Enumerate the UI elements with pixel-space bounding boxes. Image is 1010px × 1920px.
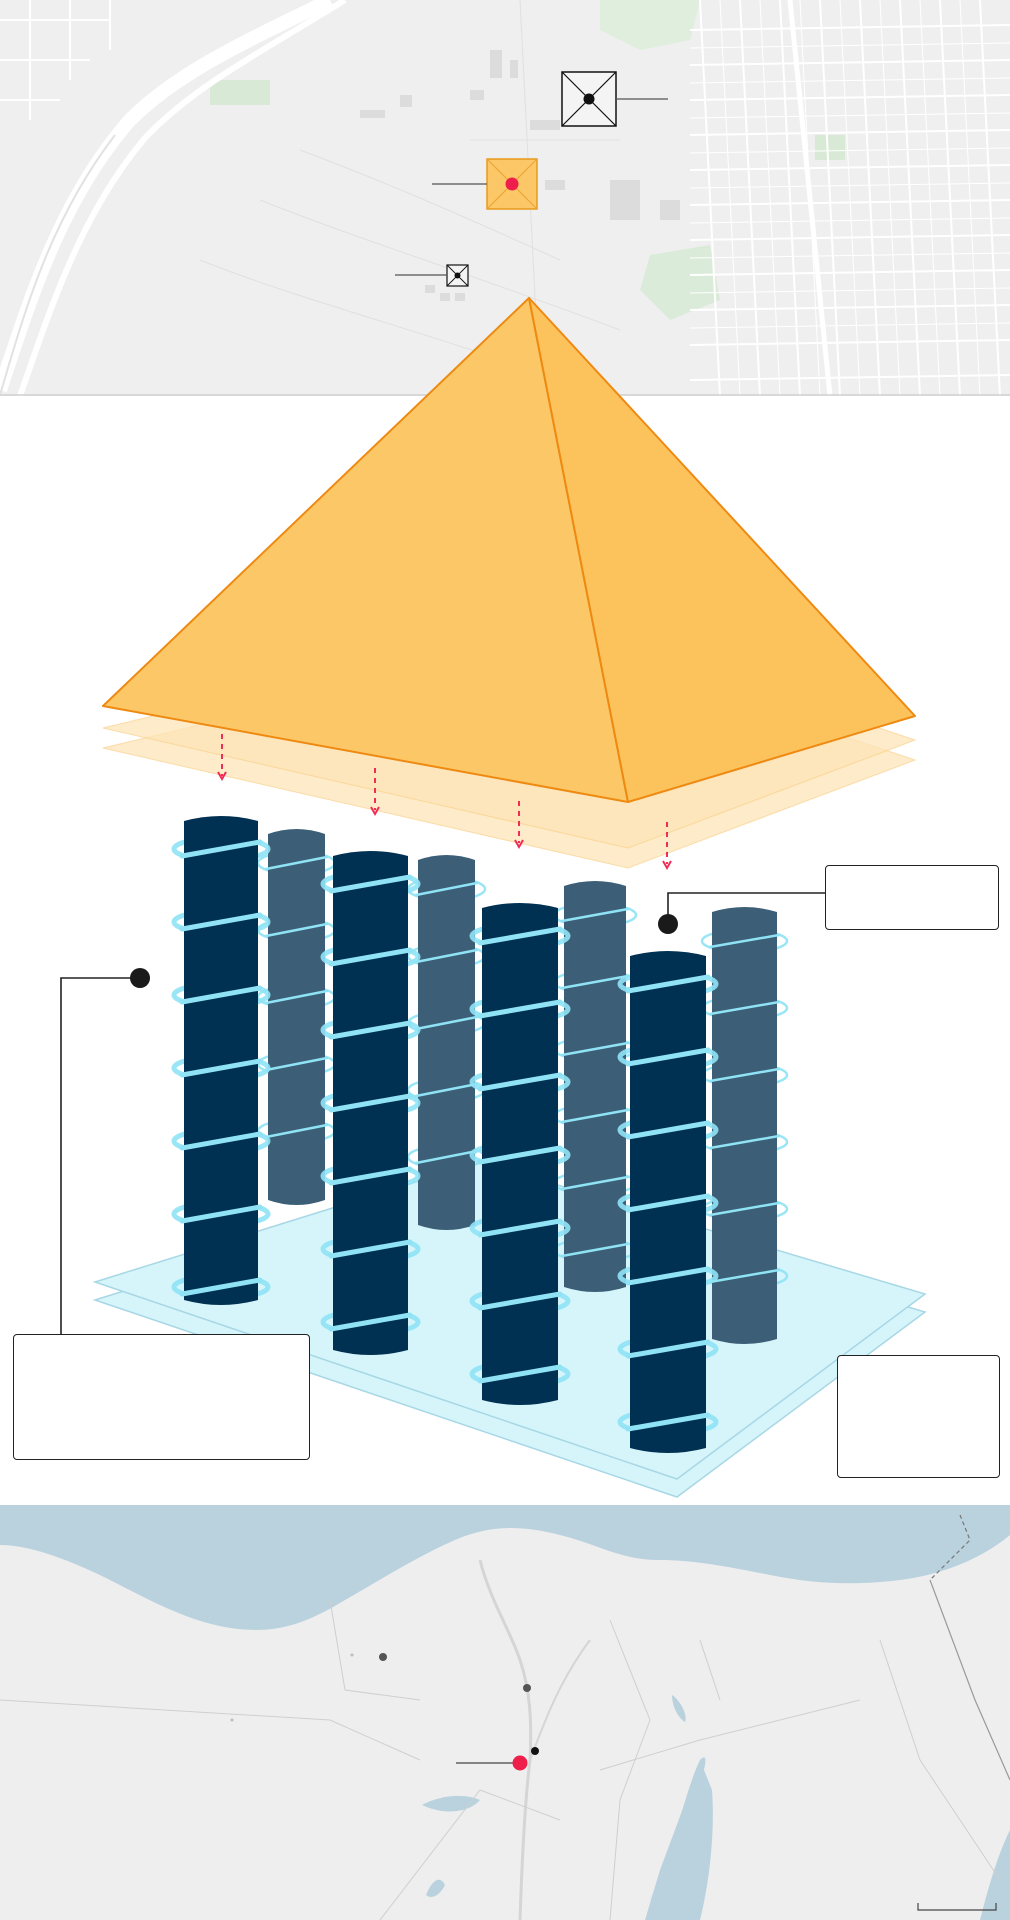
load-arrow <box>217 734 227 782</box>
pillar-front <box>617 951 719 1453</box>
scale-bar <box>917 1903 997 1911</box>
pillar-back <box>256 829 337 1205</box>
location-dot-icon <box>523 1684 531 1692</box>
load-arrow <box>370 768 380 817</box>
load-arrow <box>662 822 672 871</box>
pillar-front <box>469 903 571 1405</box>
pillar-front <box>171 816 271 1305</box>
pillar-front <box>320 851 421 1355</box>
load-arrow <box>514 801 524 850</box>
pillars-front-row <box>171 816 719 1453</box>
callout-bottom-right <box>837 1355 1000 1478</box>
pillar-back <box>406 855 487 1230</box>
location-dot-icon <box>350 1653 354 1657</box>
pyramid-plan-highlight-icon <box>486 158 538 210</box>
callout-top-right <box>825 865 999 930</box>
pyramid-plan-small-icon <box>446 264 469 287</box>
location-dot-icon <box>230 1718 234 1722</box>
callout-marker-left <box>130 968 150 988</box>
location-dot-icon <box>531 1747 539 1755</box>
callout-left <box>13 1334 310 1460</box>
callout-leaders <box>60 892 826 1335</box>
load-arrows <box>217 734 672 871</box>
site-location-marker <box>512 1755 528 1771</box>
pyramid <box>102 297 916 803</box>
callout-marker-right <box>658 914 678 934</box>
location-dot-icon <box>379 1653 387 1661</box>
region-map <box>0 1505 1010 1920</box>
pyramid-plan-icon <box>561 71 617 127</box>
